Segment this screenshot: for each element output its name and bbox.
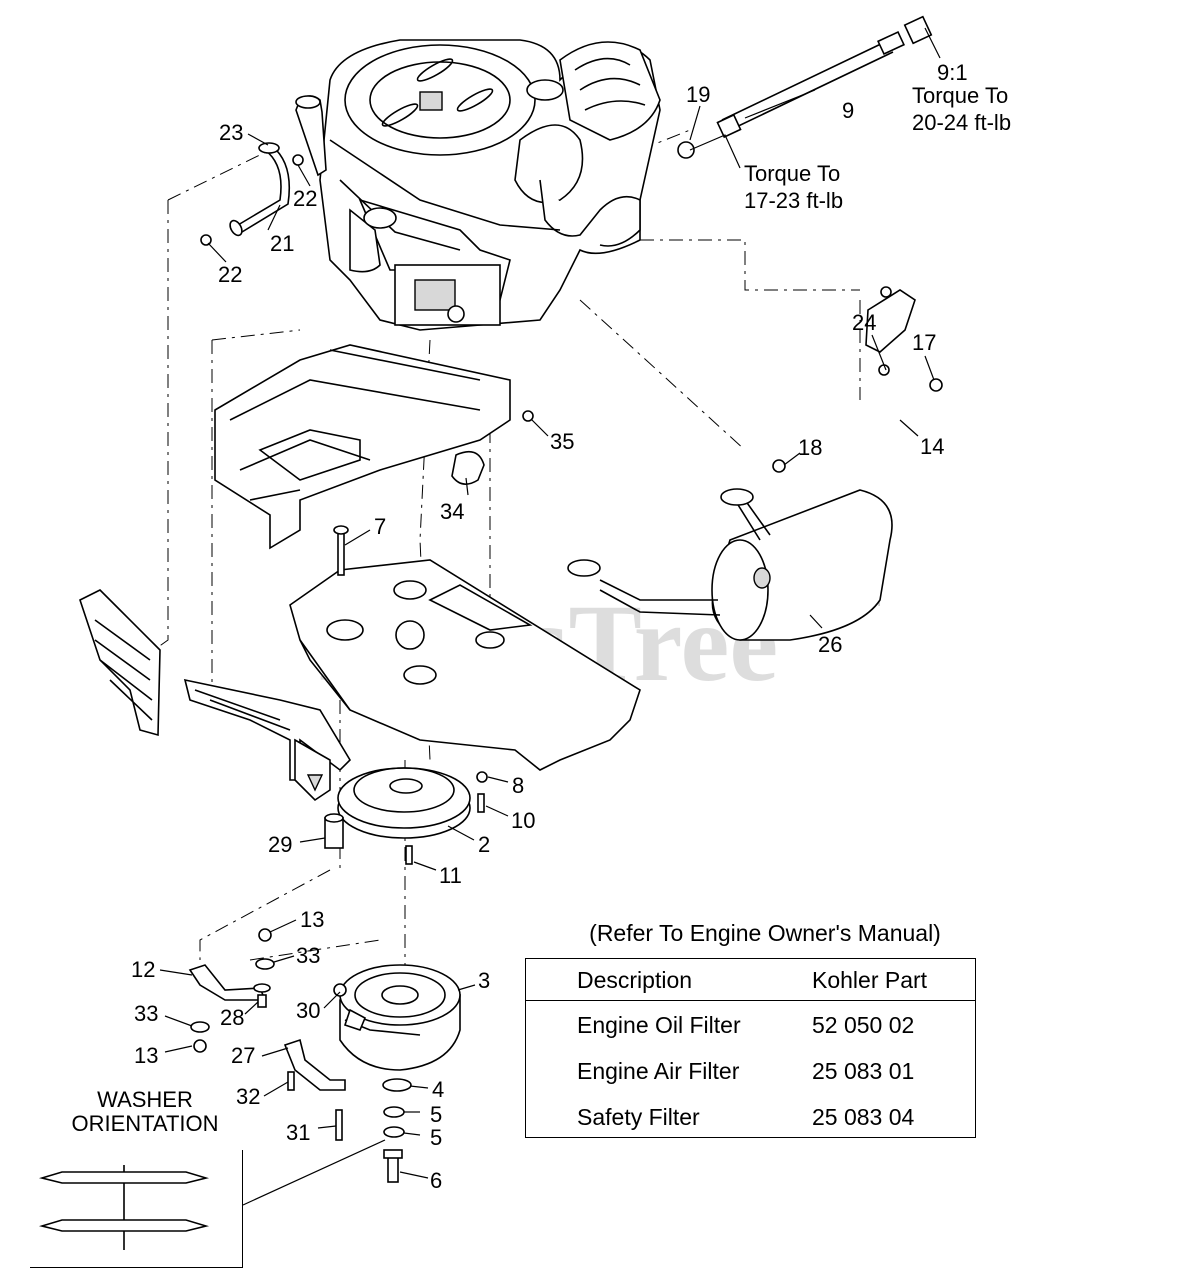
callout-17: 17	[912, 330, 936, 355]
clutch-assembly	[283, 964, 461, 1183]
filter-row-description: Safety Filter	[577, 1104, 700, 1130]
callout-27: 27	[231, 1043, 255, 1068]
callout-21: 21	[270, 231, 294, 256]
callout-26: 26	[818, 632, 842, 657]
callout-31: 31	[286, 1120, 310, 1145]
torque-low-value: 17-23 ft-lb	[744, 188, 843, 213]
washer-orientation-sketch	[38, 1139, 386, 1250]
filter-row-part: 25 083 01	[812, 1058, 915, 1084]
callout-23: 23	[219, 120, 243, 145]
callout-7: 7	[374, 514, 386, 539]
torque-low-title: Torque To	[744, 161, 840, 186]
callout-5-upper: 5	[430, 1102, 442, 1127]
engine	[295, 39, 661, 331]
callout-14: 14	[920, 434, 944, 459]
oil-drain-hose	[200, 142, 304, 246]
washer-label-line2: ORIENTATION	[71, 1111, 219, 1136]
callout-9: 9	[842, 98, 854, 123]
filter-table-header	[526, 959, 975, 1001]
callout-35: 35	[550, 429, 574, 454]
callout-28: 28	[220, 1005, 244, 1030]
muffler	[567, 286, 943, 641]
callout-13-upper: 13	[300, 907, 324, 932]
heat-shield	[214, 344, 534, 550]
filter-table-caption: (Refer To Engine Owner's Manual)	[589, 920, 941, 946]
filter-table: Description Kohler Part Engine Oil Filte…	[525, 958, 976, 1138]
filter-row-part: 52 050 02	[812, 1012, 915, 1038]
torque-high-value: 20-24 ft-lb	[912, 110, 1011, 135]
engine-plate	[289, 525, 641, 771]
callout-12: 12	[131, 957, 155, 982]
leader-lines	[159, 27, 941, 1179]
ratio-note: 9:1	[937, 60, 968, 85]
callout-30: 30	[296, 998, 320, 1023]
washer-orientation-label: WASHER ORIENTATION	[40, 1088, 250, 1136]
callout-2: 2	[478, 832, 490, 857]
left-guards	[79, 589, 352, 802]
callout-34: 34	[440, 499, 464, 524]
callout-5-lower: 5	[430, 1125, 442, 1150]
callout-33-lower: 33	[134, 1001, 158, 1026]
callout-4: 4	[432, 1077, 444, 1102]
callout-numbers: 19 9 23 22 21 22 24 17 14 18 35 34 7 26 …	[131, 82, 944, 1193]
callout-11: 11	[439, 863, 462, 888]
washer-label-line1: WASHER	[97, 1087, 193, 1112]
callout-10: 10	[511, 808, 535, 833]
callout-8: 8	[512, 773, 524, 798]
callout-3: 3	[478, 968, 490, 993]
callout-18: 18	[798, 435, 822, 460]
torque-high-title: Torque To	[912, 83, 1008, 108]
fuel-line	[677, 15, 933, 159]
callout-6: 6	[430, 1168, 442, 1193]
filter-row-description: Engine Air Filter	[577, 1058, 740, 1084]
callout-24: 24	[852, 310, 876, 335]
callout-29: 29	[268, 832, 292, 857]
filter-row-description: Engine Oil Filter	[577, 1012, 741, 1038]
filter-row-part: 25 083 04	[812, 1104, 915, 1130]
callout-22-lower: 22	[218, 262, 242, 287]
washer-orientation-frame	[30, 1150, 243, 1268]
callout-13-lower: 13	[134, 1043, 158, 1068]
callout-19: 19	[686, 82, 710, 107]
column-header-description: Description	[577, 967, 693, 993]
callout-32: 32	[236, 1084, 260, 1109]
callout-22-upper: 22	[293, 186, 317, 211]
anti-rotation-bracket	[188, 928, 275, 1053]
column-header-kohler-part: Kohler Part	[812, 967, 928, 993]
torque-notes: 9:1 Torque To 20-24 ft-lb Torque To 17-2…	[744, 60, 1011, 213]
pulley-assembly	[324, 767, 488, 865]
callout-33-upper: 33	[296, 943, 320, 968]
